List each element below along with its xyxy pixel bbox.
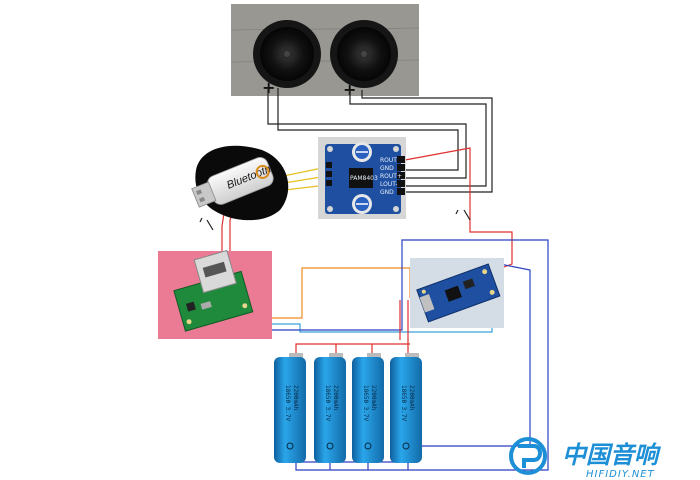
amp-vcc-wire bbox=[404, 147, 513, 271]
speaker-right-plus-label: + bbox=[343, 80, 356, 99]
amp-output-header bbox=[397, 156, 405, 195]
volume-knob-top bbox=[352, 142, 372, 162]
switch-left bbox=[199, 217, 214, 231]
site-url: HIFIDIY.NET bbox=[586, 469, 655, 480]
amp-chip bbox=[349, 168, 373, 188]
amp-input-header bbox=[326, 162, 332, 186]
wires bbox=[199, 88, 549, 471]
bluetooth-module: Bluetooth bbox=[191, 145, 289, 221]
battery-cell-text: 2200mAh bbox=[292, 385, 299, 411]
switch-right bbox=[455, 209, 471, 221]
amp-pin-label: GND bbox=[380, 165, 394, 172]
battery-cell: 18650 3.7V 2200mAh bbox=[390, 353, 422, 463]
brand-name: 中国音响 bbox=[562, 441, 662, 469]
battery-cell: 18650 3.7V 2200mAh bbox=[274, 353, 306, 463]
usb-boost-module bbox=[158, 249, 272, 339]
speaker-left-plus-label: + bbox=[262, 78, 275, 97]
battery-cell-text: 18650 3.7V bbox=[362, 385, 369, 422]
amp-pin-label: GND bbox=[380, 189, 394, 196]
battery-cell-text: 18650 3.7V bbox=[284, 385, 291, 422]
watermark: 中国音响 HIFIDIY.NET bbox=[509, 437, 662, 480]
battery-cell: 18650 3.7V 2200mAh bbox=[314, 353, 346, 463]
battery-cell-text: 2200mAh bbox=[332, 385, 339, 411]
battery-cell-text: 2200mAh bbox=[408, 385, 415, 411]
speaker-right bbox=[330, 20, 398, 88]
hifidiy-logo-icon bbox=[509, 437, 547, 475]
battery-pack: 18650 3.7V 2200mAh 18650 3.7V 2200mAh 18… bbox=[274, 353, 422, 463]
amp-pin-label: ROUT bbox=[380, 157, 397, 164]
amp-pin-label: ROUT+ bbox=[380, 173, 402, 180]
charger-module bbox=[410, 258, 504, 328]
battery-cell: 18650 3.7V 2200mAh bbox=[352, 353, 384, 463]
amp-pin-label: LOUT- bbox=[380, 181, 398, 188]
amp-board: PAM8403 ROUT GND ROUT+ LOUT- GND bbox=[318, 137, 406, 219]
speaker-left bbox=[253, 20, 321, 88]
speakers-photo: + + bbox=[230, 4, 420, 99]
battery-cell-text: 18650 3.7V bbox=[400, 385, 407, 422]
amp-chip-label: PAM8403 bbox=[350, 175, 378, 182]
battery-cell-text: 2200mAh bbox=[370, 385, 377, 411]
amp-pin-labels: ROUT GND ROUT+ LOUT- GND bbox=[380, 157, 402, 196]
battery-cell-text: 18650 3.7V bbox=[324, 385, 331, 422]
bluetooth-logo-icon bbox=[255, 164, 270, 179]
speaker-wires bbox=[267, 88, 493, 193]
volume-knob-bottom bbox=[352, 194, 372, 214]
